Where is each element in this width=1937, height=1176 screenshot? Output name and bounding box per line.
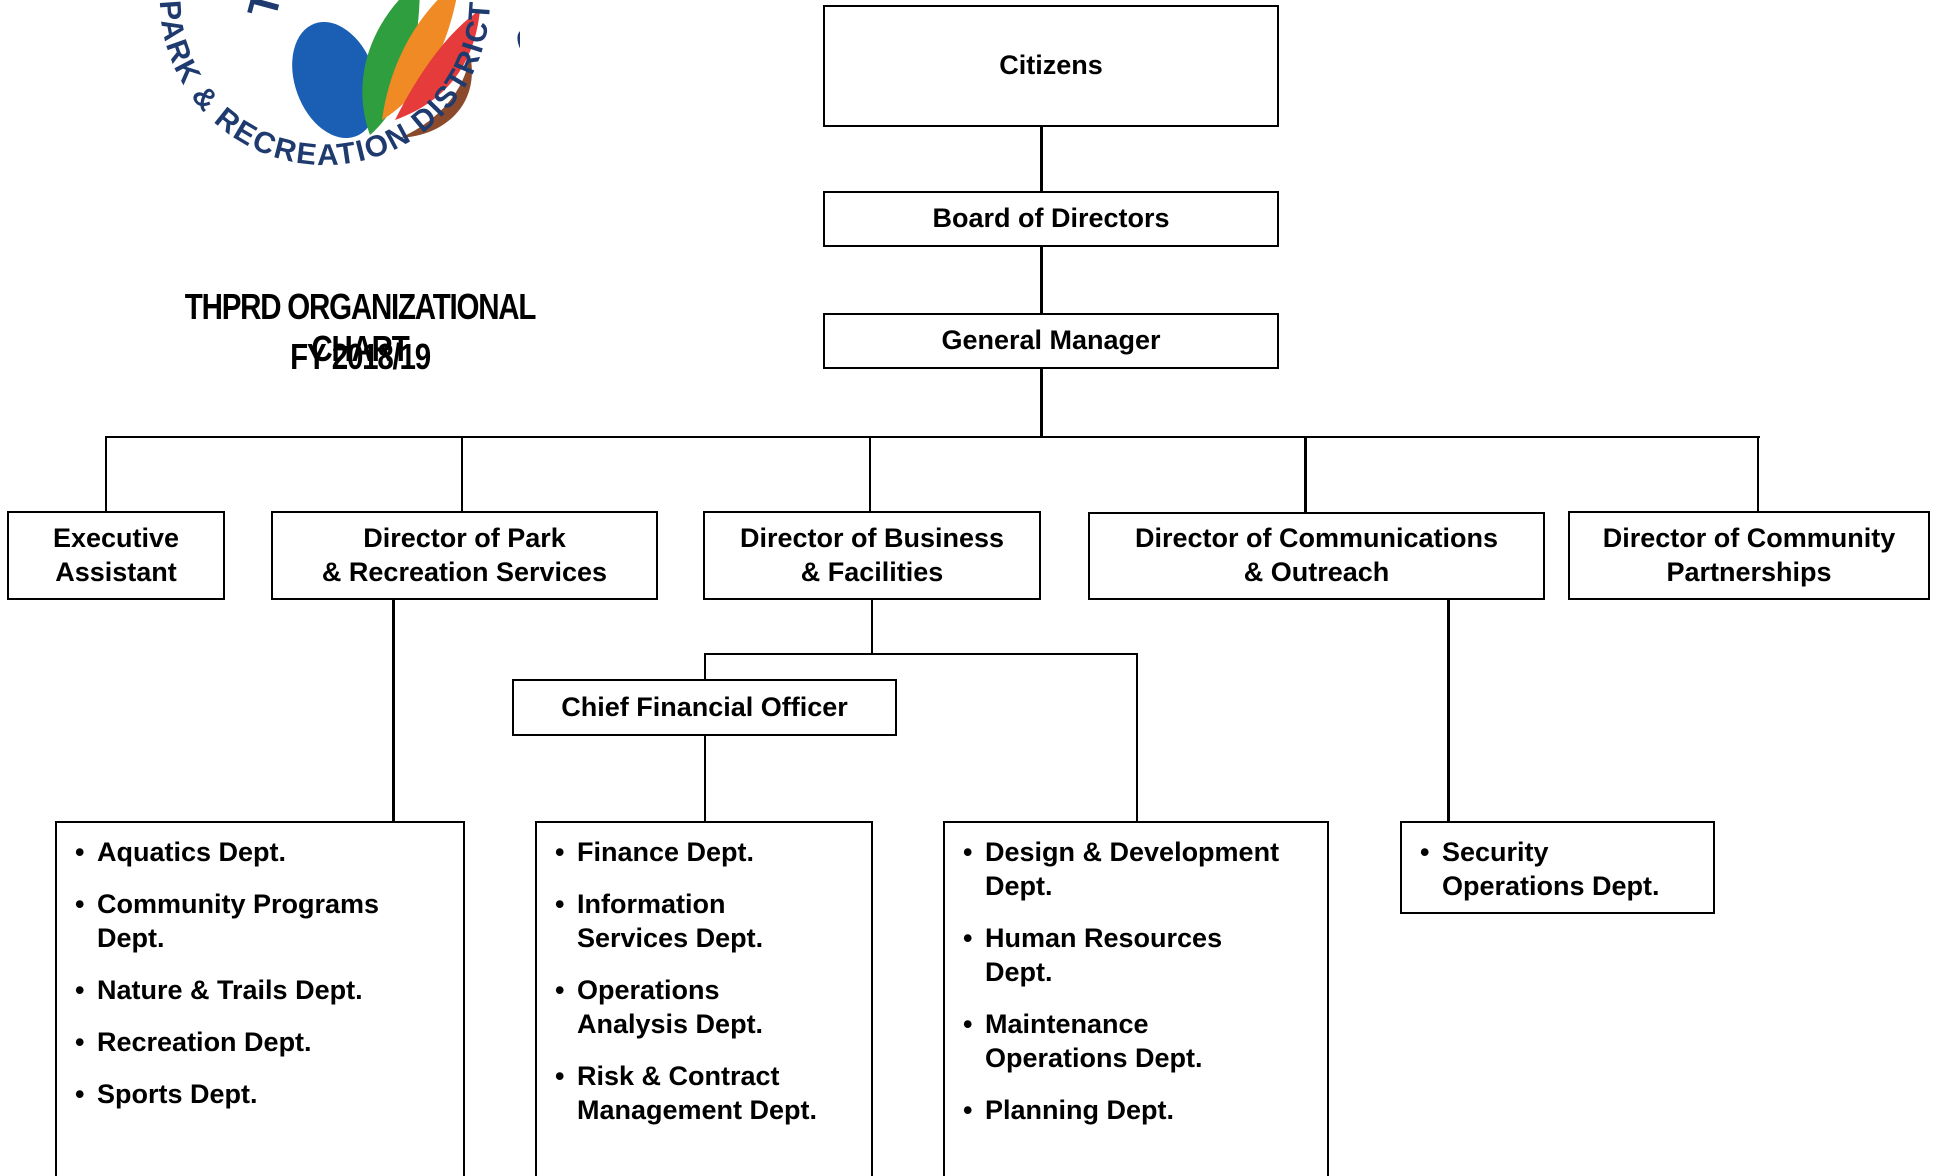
connector-line xyxy=(1040,368,1043,438)
board-of-directors-box: Board of Directors xyxy=(823,191,1279,247)
chart-subtitle: FY 2018/19 xyxy=(290,336,431,377)
director-park-box: Director of Park & Recreation Services xyxy=(271,511,658,600)
connector-line xyxy=(1136,653,1138,822)
logo-leaf-green xyxy=(362,0,420,135)
chart-title: THPRD ORGANIZATIONAL CHART xyxy=(184,286,537,369)
logo-letter-s: S xyxy=(506,20,520,59)
connector-line xyxy=(105,436,1760,438)
connector-line xyxy=(461,436,463,512)
dir-community-line2: Partnerships xyxy=(1666,556,1832,587)
dir-community-line1: Director of Community xyxy=(1602,522,1896,553)
list-item: •Recreation Dept. xyxy=(75,1027,312,1057)
citizens-box: Citizens xyxy=(823,5,1279,127)
connector-line xyxy=(392,600,395,822)
director-business-box: Director of Business & Facilities xyxy=(703,511,1041,600)
connector-line xyxy=(1447,600,1450,822)
connector-line xyxy=(704,736,706,822)
list-item: •Nature & Trails Dept. xyxy=(75,975,363,1005)
dir-business-line2: & Facilities xyxy=(800,556,944,587)
thprd-logo: T S PARK & RECREATION DISTRICT xyxy=(153,0,520,172)
board-label: Board of Directors xyxy=(932,203,1170,234)
cfo-box: Chief Financial Officer xyxy=(512,679,897,736)
list-item: •Sports Dept. xyxy=(75,1079,258,1109)
dir-comm-line2: & Outreach xyxy=(1243,557,1390,587)
logo-leaf-red xyxy=(395,10,480,120)
connector-line xyxy=(1040,246,1043,314)
list-item: •Finance Dept. xyxy=(555,837,755,867)
citizens-label: Citizens xyxy=(999,50,1103,81)
dir-park-line2: & Recreation Services xyxy=(321,556,608,587)
connector-line xyxy=(704,653,706,680)
list-item: •Aquatics Dept. xyxy=(75,837,287,867)
general-manager-box: General Manager xyxy=(823,313,1279,369)
executive-assistant-box: Executive Assistant xyxy=(7,511,225,600)
connector-line xyxy=(704,653,1138,655)
cfo-label: Chief Financial Officer xyxy=(561,691,848,722)
dir-comm-line1: Director of Communications xyxy=(1134,523,1499,554)
connector-line xyxy=(1304,438,1307,512)
connector-line xyxy=(1757,436,1759,512)
connector-line xyxy=(105,436,107,512)
connector-line xyxy=(1040,126,1043,192)
director-communications-box: Director of Communications & Outreach xyxy=(1088,512,1545,600)
logo-leaf-orange xyxy=(382,0,457,120)
connector-line xyxy=(871,600,873,653)
exec-assistant-line2: Assistant xyxy=(55,556,177,587)
logo-letter-t: T xyxy=(238,0,290,22)
dir-park-line1: Director of Park xyxy=(363,522,566,553)
list-item: •Planning Dept. xyxy=(963,1095,1174,1125)
exec-assistant-line1: Executive xyxy=(52,522,180,553)
logo-leaf-brown xyxy=(400,55,472,138)
gm-label: General Manager xyxy=(941,325,1161,356)
logo-leaf-blue xyxy=(292,21,378,139)
dir-business-line1: Director of Business xyxy=(739,522,1005,553)
connector-line xyxy=(869,436,871,512)
director-community-box: Director of Community Partnerships xyxy=(1568,511,1930,600)
